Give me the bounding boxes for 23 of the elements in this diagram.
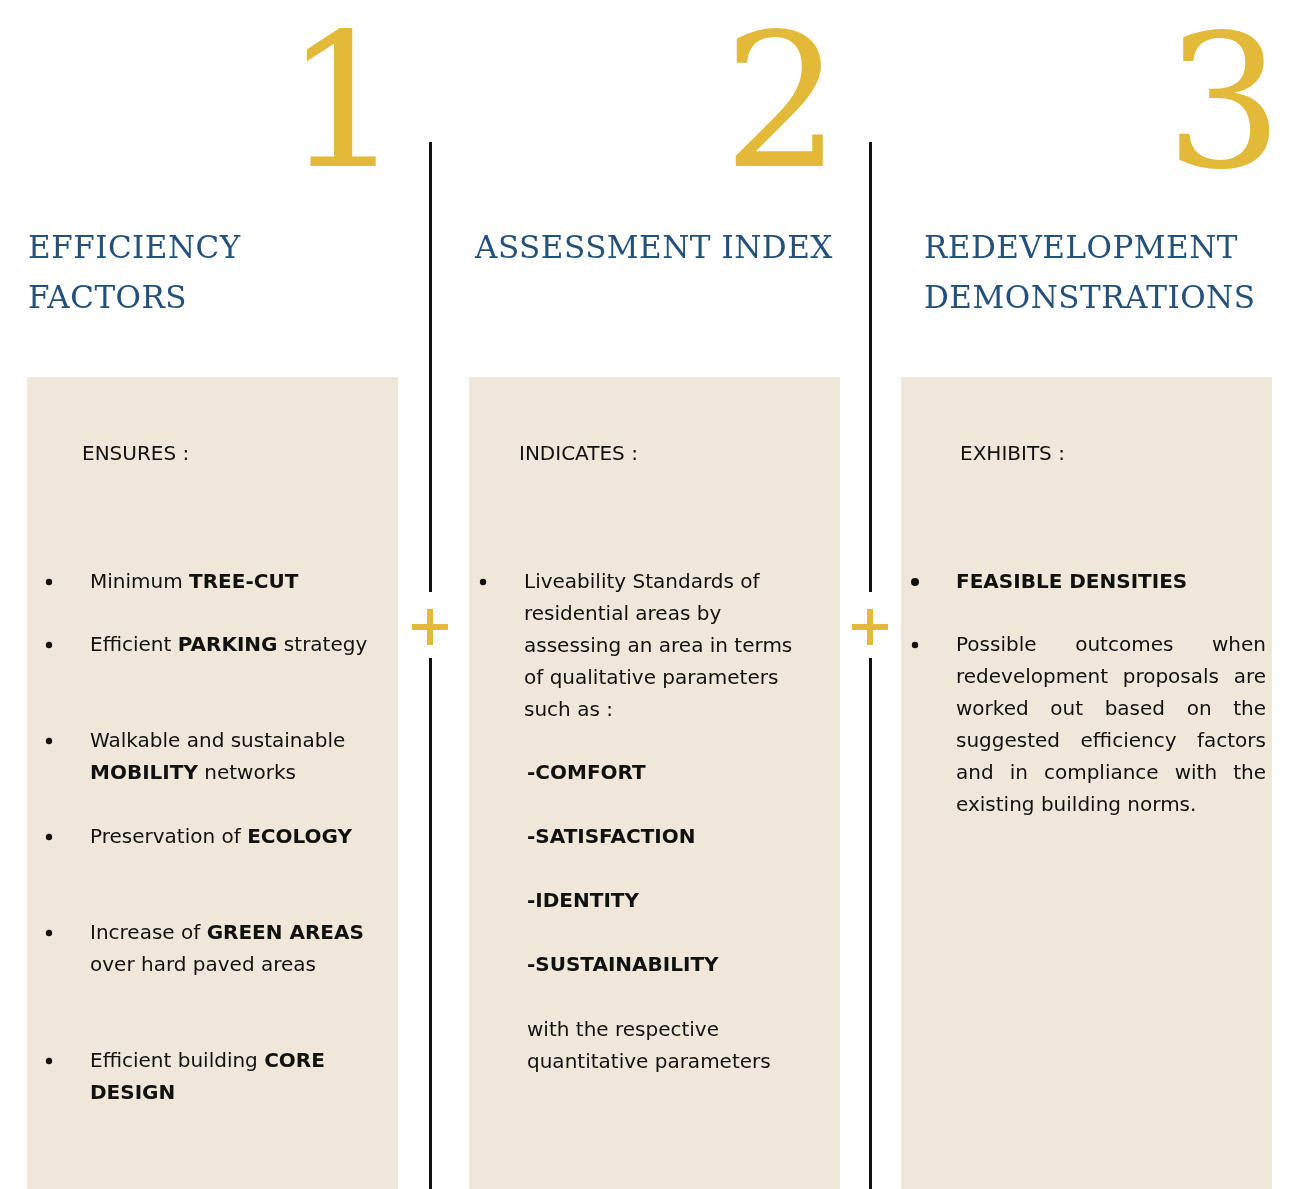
column-heading: EFFICIENCY FACTORS [28, 228, 242, 317]
bullet-item: Possible outcomes when redevelopment proposals are worked out based on the suggested efficiency factors and in compliance with the existing building norms. [956, 631, 1266, 818]
bullet-item: Liveability Standards of residential areas by assessing an area in terms of qualitative parameters such as : [524, 568, 794, 723]
bullet-item: Efficient PARKING strategy [90, 631, 369, 658]
column-heading: ASSESSMENT INDEX [475, 228, 834, 267]
step-number: 3 [1164, 10, 1283, 195]
intro-text: ENSURES : [82, 440, 191, 467]
bullet-item: Walkable and sustainable MOBILITY networks [90, 727, 347, 786]
parameter-text: -SATISFACTION [527, 823, 697, 850]
parameter-text: -IDENTITY [527, 887, 640, 914]
body-text: with the respective quantitative parameters [527, 1016, 772, 1075]
step-number: 1 [283, 10, 402, 195]
parameter-text: -COMFORT [527, 759, 647, 786]
bullet-item: Minimum TREE-CUT [90, 568, 300, 595]
intro-text: INDICATES : [519, 440, 639, 467]
bullet-item: FEASIBLE DENSITIES [956, 568, 1189, 595]
bullet-item: Preservation of ECOLOGY [90, 823, 353, 850]
column-heading: REDEVELOPMENT DEMONSTRATIONS [924, 228, 1257, 317]
step-number: 2 [722, 10, 841, 195]
bullet-item: Efficient building CORE DESIGN [90, 1047, 326, 1106]
parameter-text: -SUSTAINABILITY [527, 951, 720, 978]
intro-text: EXHIBITS : [960, 440, 1066, 467]
bullet-item: Increase of GREEN AREAS over hard paved areas [90, 919, 365, 978]
